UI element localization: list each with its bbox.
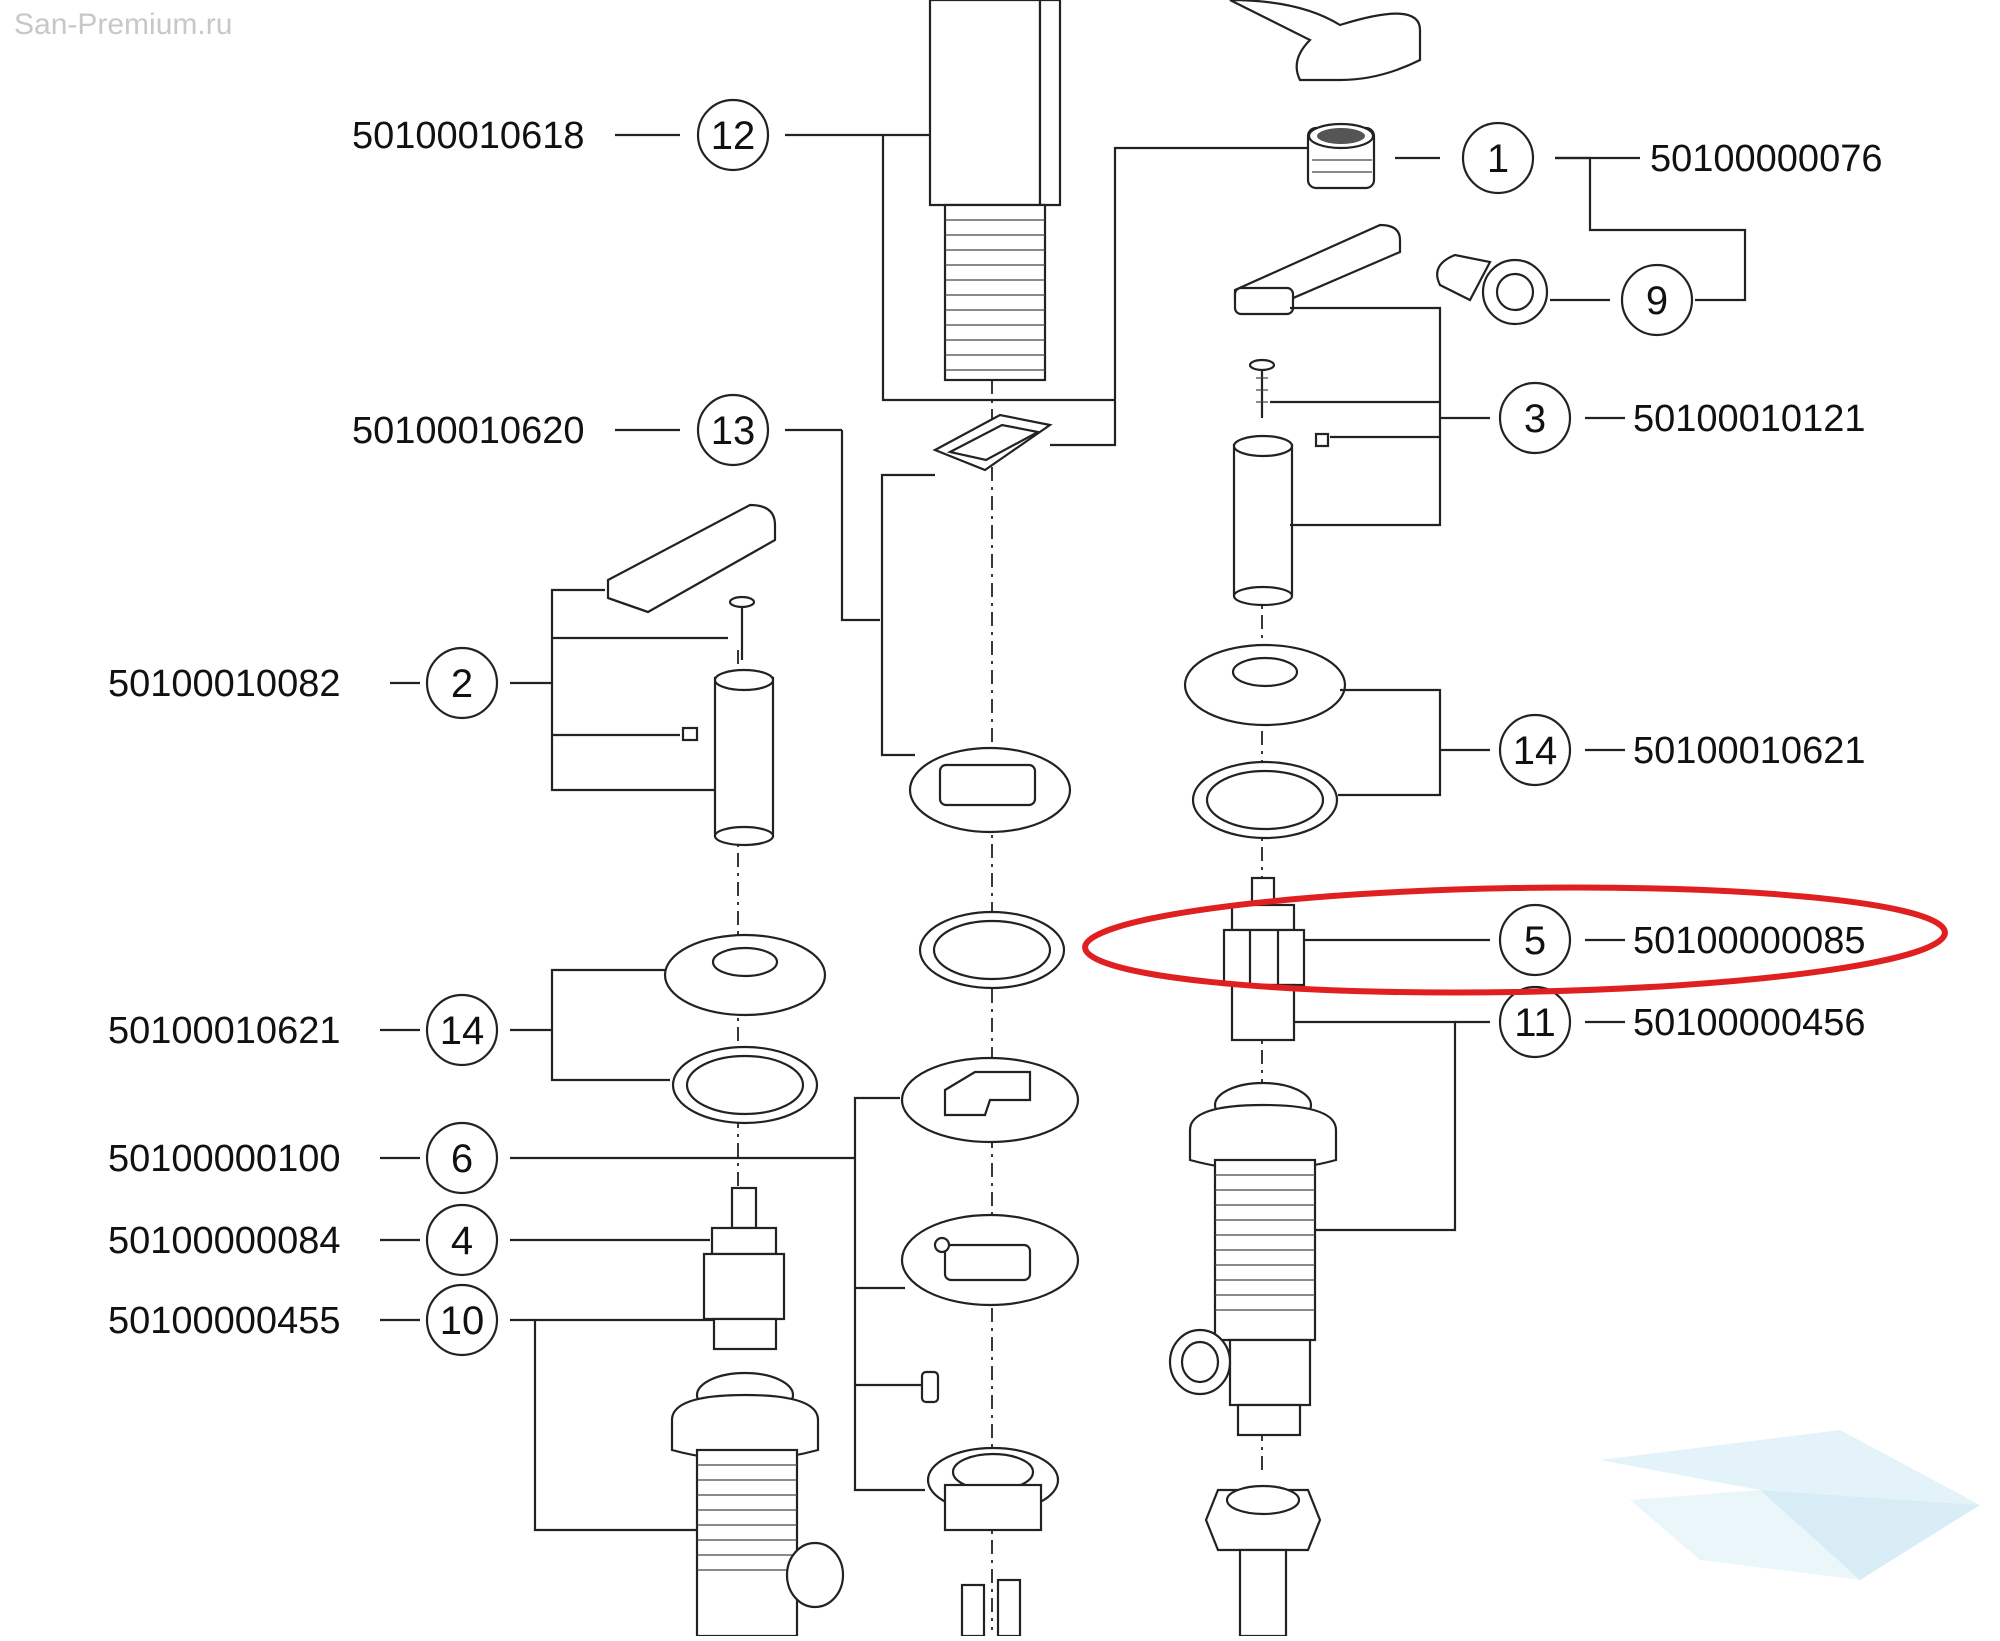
watermark-logo	[1600, 1430, 1980, 1580]
left-cartridge-4	[702, 1186, 786, 1351]
callout-number: 5	[1524, 919, 1546, 963]
callout-number: 2	[451, 662, 473, 706]
callout-3: 3	[1498, 381, 1572, 455]
part-number-label: 50100000456	[1633, 1002, 1865, 1044]
leader-lines	[380, 133, 1747, 1532]
spout-part	[928, 0, 1422, 382]
part-number-label: 50100000085	[1633, 920, 1865, 962]
right-handle-assembly	[1232, 223, 1402, 607]
callout-6: 6	[425, 1121, 499, 1195]
callout-10: 10	[425, 1283, 499, 1357]
right-flange-14	[1183, 643, 1347, 840]
part-number-label: 50100000100	[108, 1138, 340, 1180]
callout-number: 14	[1513, 729, 1558, 773]
callout-5: 5	[1498, 903, 1572, 977]
part-number-label: 50100000084	[108, 1220, 340, 1262]
callout-2: 2	[425, 646, 499, 720]
callout-number: 14	[440, 1009, 485, 1053]
part-number-label: 50100010618	[352, 115, 584, 157]
part-number-label: 50100010620	[352, 410, 584, 452]
part-number-label: 50100000455	[108, 1300, 340, 1342]
aerator-part	[1306, 122, 1376, 190]
watermark-site-text: San-Premium.ru	[14, 8, 233, 41]
part-number-label: 50100010121	[1633, 398, 1865, 440]
part-number-label: 50100010621	[1633, 730, 1865, 772]
callout-number: 10	[440, 1299, 485, 1343]
callout-9: 9	[1620, 263, 1694, 337]
callout-number: 4	[451, 1219, 473, 1263]
callout-14-right: 14	[1498, 713, 1572, 787]
callout-1: 1	[1461, 121, 1535, 195]
left-flange-14	[663, 933, 827, 1125]
right-valve-body-11	[1168, 1081, 1338, 1437]
right-cartridge-5	[1222, 876, 1306, 1042]
callout-number: 1	[1487, 137, 1509, 181]
hose-connector	[1204, 1484, 1322, 1638]
callout-number: 6	[451, 1137, 473, 1181]
callout-number: 12	[711, 114, 756, 158]
left-handle-assembly	[606, 503, 777, 847]
part-number-label: 50100010621	[108, 1010, 340, 1052]
callout-4: 4	[425, 1203, 499, 1277]
left-valve-body-10	[670, 1371, 845, 1638]
callout-number: 13	[711, 409, 756, 453]
part-number-label: 50100000076	[1650, 138, 1882, 180]
callout-number: 11	[1514, 1001, 1556, 1045]
aerator-key-part	[1436, 253, 1549, 326]
callout-13: 13	[696, 393, 770, 467]
spout-gasket	[932, 413, 1053, 472]
part-number-label: 50100010082	[108, 663, 340, 705]
callout-11: 11	[1498, 985, 1572, 1059]
callout-14-left: 14	[425, 993, 499, 1067]
highlight-ring	[1082, 884, 1948, 996]
callout-number: 9	[1646, 279, 1668, 323]
callout-number: 3	[1524, 397, 1546, 441]
callout-12: 12	[696, 98, 770, 172]
center-discs	[900, 746, 1080, 1638]
